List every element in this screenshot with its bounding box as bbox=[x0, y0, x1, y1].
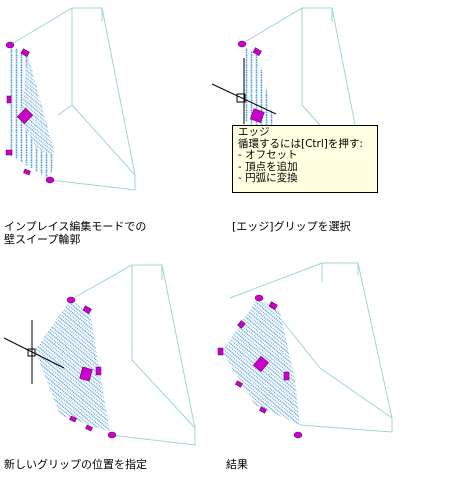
panel-1-wall-sweep-profile bbox=[5, 7, 136, 191]
wall-wireframe bbox=[229, 262, 393, 433]
edge-grip-tooltip: エッジ 循環するには[Ctrl]を押す: - オフセット - 頂点を追加 - 円… bbox=[232, 125, 378, 193]
panel-3-new-grip-position bbox=[3, 264, 196, 446]
grip-center-selected[interactable] bbox=[249, 108, 265, 124]
tooltip-option-offset: - オフセット bbox=[238, 149, 298, 162]
grip-edge[interactable] bbox=[5, 149, 13, 156]
grip-edge[interactable] bbox=[85, 424, 93, 432]
grip-edge[interactable] bbox=[252, 47, 262, 56]
caption-panel-2: [エッジ]グリップを選択 bbox=[232, 220, 351, 233]
tooltip-hint: 循環するには[Ctrl]を押す: bbox=[238, 137, 363, 150]
grip-vertex[interactable] bbox=[45, 176, 55, 184]
grip-edge[interactable] bbox=[23, 168, 31, 176]
edit-grips[interactable] bbox=[237, 40, 265, 124]
profile-hatch bbox=[242, 45, 275, 135]
caption-panel-3: 新しいグリップの位置を指定 bbox=[4, 458, 147, 471]
wall-wireframe bbox=[69, 264, 196, 446]
grip-edge[interactable] bbox=[237, 320, 246, 329]
grip-edge[interactable] bbox=[235, 380, 243, 388]
grip-center[interactable] bbox=[16, 107, 34, 125]
grip-edge[interactable] bbox=[217, 347, 224, 356]
grip-vertex[interactable] bbox=[5, 41, 15, 49]
grip-edge[interactable] bbox=[259, 406, 267, 414]
crosshair-cursor bbox=[211, 58, 277, 124]
grip-center[interactable] bbox=[252, 355, 270, 373]
crosshair-cursor bbox=[3, 320, 65, 384]
grip-edge[interactable] bbox=[20, 48, 30, 57]
grip-vertex[interactable] bbox=[293, 431, 303, 439]
wall-wireframe bbox=[9, 7, 136, 191]
grip-edge[interactable] bbox=[283, 371, 290, 381]
grip-center[interactable] bbox=[79, 366, 93, 382]
grip-edge[interactable] bbox=[82, 305, 92, 314]
profile-hatch bbox=[35, 300, 110, 432]
grip-edge[interactable] bbox=[268, 301, 278, 310]
grip-vertex[interactable] bbox=[254, 294, 264, 302]
tooltip-option-convert-arc: - 円弧に変換 bbox=[238, 172, 298, 185]
caption-line: 壁スイープ輪郭 bbox=[4, 233, 81, 246]
edit-grips[interactable] bbox=[217, 294, 303, 439]
edit-grips[interactable] bbox=[5, 41, 55, 184]
grip-vertex[interactable] bbox=[66, 296, 76, 304]
tooltip-title: エッジ bbox=[238, 126, 270, 138]
grip-vertex[interactable] bbox=[237, 40, 247, 48]
caption-line: インプレイス編集モードでの bbox=[4, 220, 147, 233]
panel-4-result bbox=[217, 262, 393, 439]
grip-vertex[interactable] bbox=[107, 431, 117, 439]
caption-panel-4: 結果 bbox=[226, 458, 248, 471]
grip-edge[interactable] bbox=[6, 95, 12, 104]
caption-panel-1: インプレイス編集モードでの 壁スイープ輪郭 bbox=[4, 220, 146, 246]
edit-grips[interactable] bbox=[66, 296, 117, 439]
grip-edge[interactable] bbox=[95, 366, 102, 376]
grip-edge[interactable] bbox=[69, 415, 77, 423]
profile-hatch-angled bbox=[20, 55, 55, 155]
tooltip-option-add-vertex: - 頂点を追加 bbox=[238, 160, 298, 173]
